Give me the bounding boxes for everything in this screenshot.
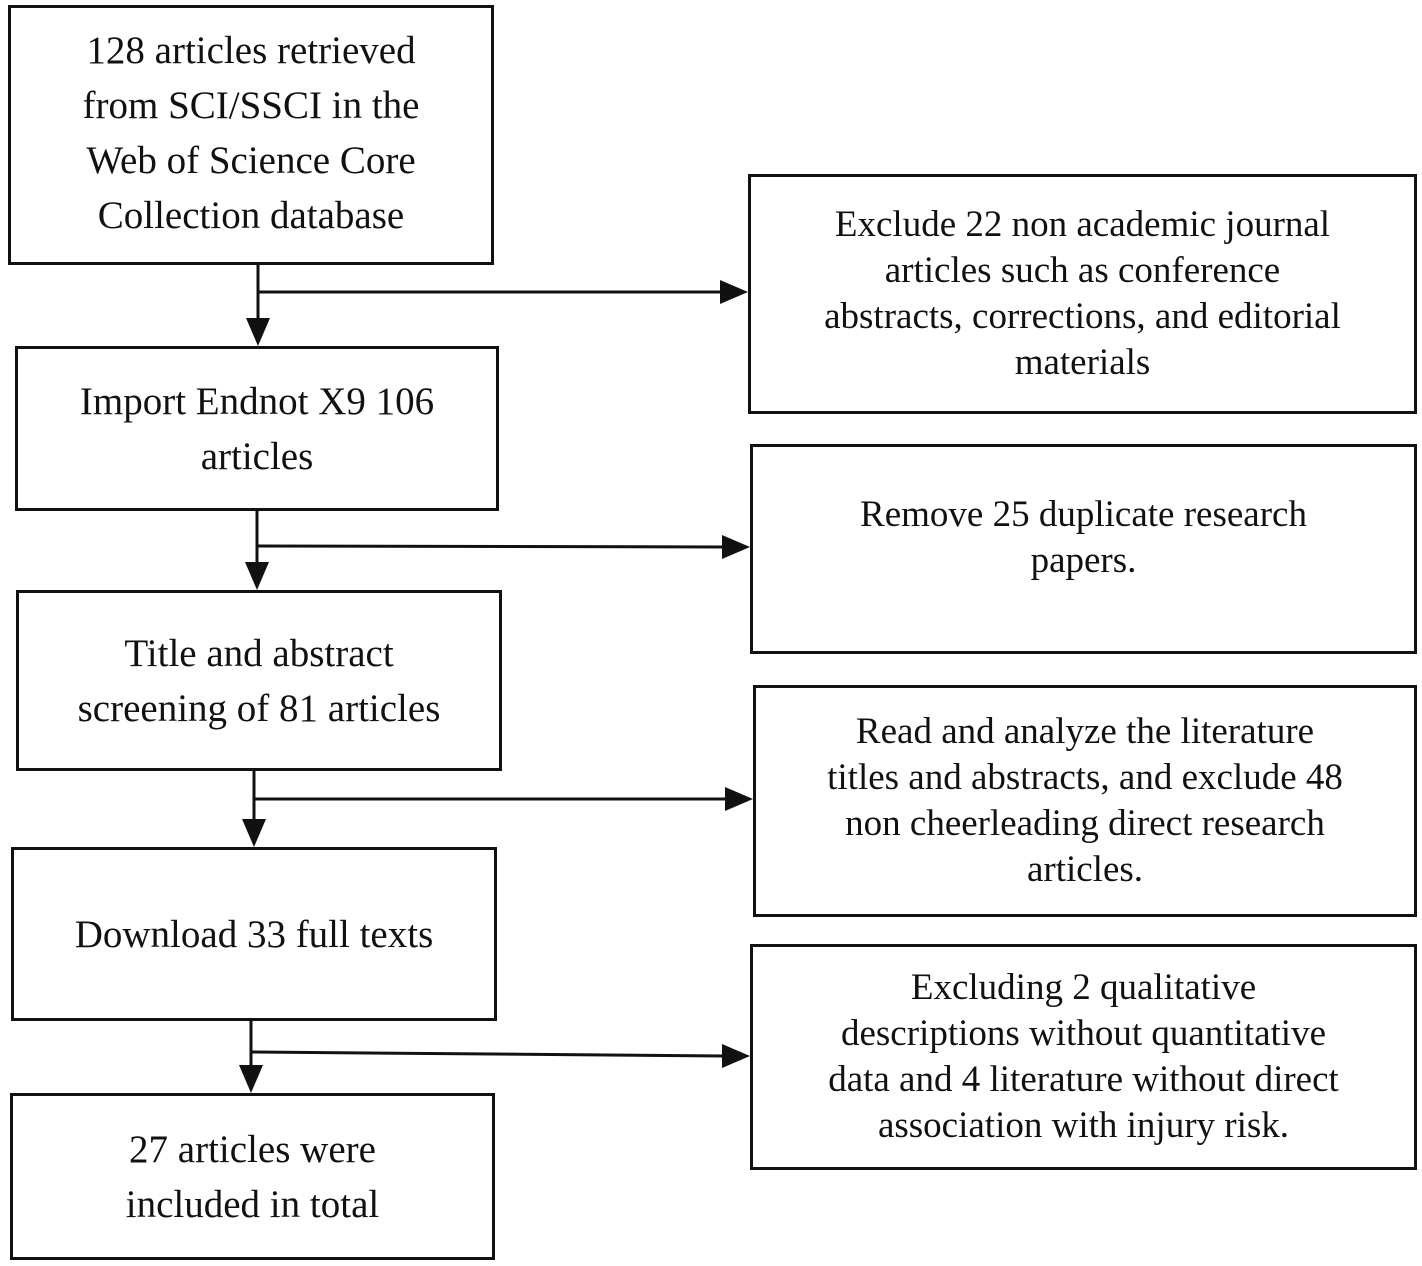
arrowhead-right [725,787,753,811]
step-label: 128 articles retrieved from SCI/SSCI in … [82,29,420,237]
arrowhead-down [239,1065,263,1093]
arrowhead-down [242,819,266,847]
connector-screening-to-download [242,771,753,847]
exclusion-label: Exclude 22 non academic journal articles… [824,204,1341,383]
exclusion-label: Remove 25 duplicate research papers. [860,494,1307,581]
connector-download-to-included [239,1021,750,1093]
arrowhead-right [720,280,748,304]
arrowhead-down [246,318,270,346]
arrowhead-right [722,1044,750,1068]
exclusion-label: Read and analyze the literature titles a… [827,711,1343,890]
step-articles-included: 27 articles were included in total [10,1093,495,1260]
step-import-endnote: Import Endnot X9 106 articles [15,346,499,511]
step-articles-retrieved: 128 articles retrieved from SCI/SSCI in … [8,5,494,265]
step-label: Download 33 full texts [74,912,434,956]
exclusion-non-academic: Exclude 22 non academic journal articles… [748,174,1417,414]
step-label: Import Endnot X9 106 articles [79,379,435,478]
exclusion-label: Excluding 2 qualitative descriptions wit… [828,967,1339,1146]
connector-retrieved-to-import [246,265,748,346]
connector-import-to-screening [245,511,750,590]
step-label: 27 articles were included in total [125,1127,380,1226]
exclusion-duplicates: Remove 25 duplicate research papers. [750,444,1417,654]
step-download-full-texts: Download 33 full texts [11,847,497,1021]
exclusion-qualitative-and-unrelated: Excluding 2 qualitative descriptions wit… [750,944,1417,1170]
arrowhead-right [722,535,750,559]
step-title-abstract-screening: Title and abstract screening of 81 artic… [16,590,502,771]
step-label: Title and abstract screening of 81 artic… [77,631,441,730]
arrowhead-down [245,562,269,590]
exclusion-non-cheerleading: Read and analyze the literature titles a… [753,685,1417,917]
